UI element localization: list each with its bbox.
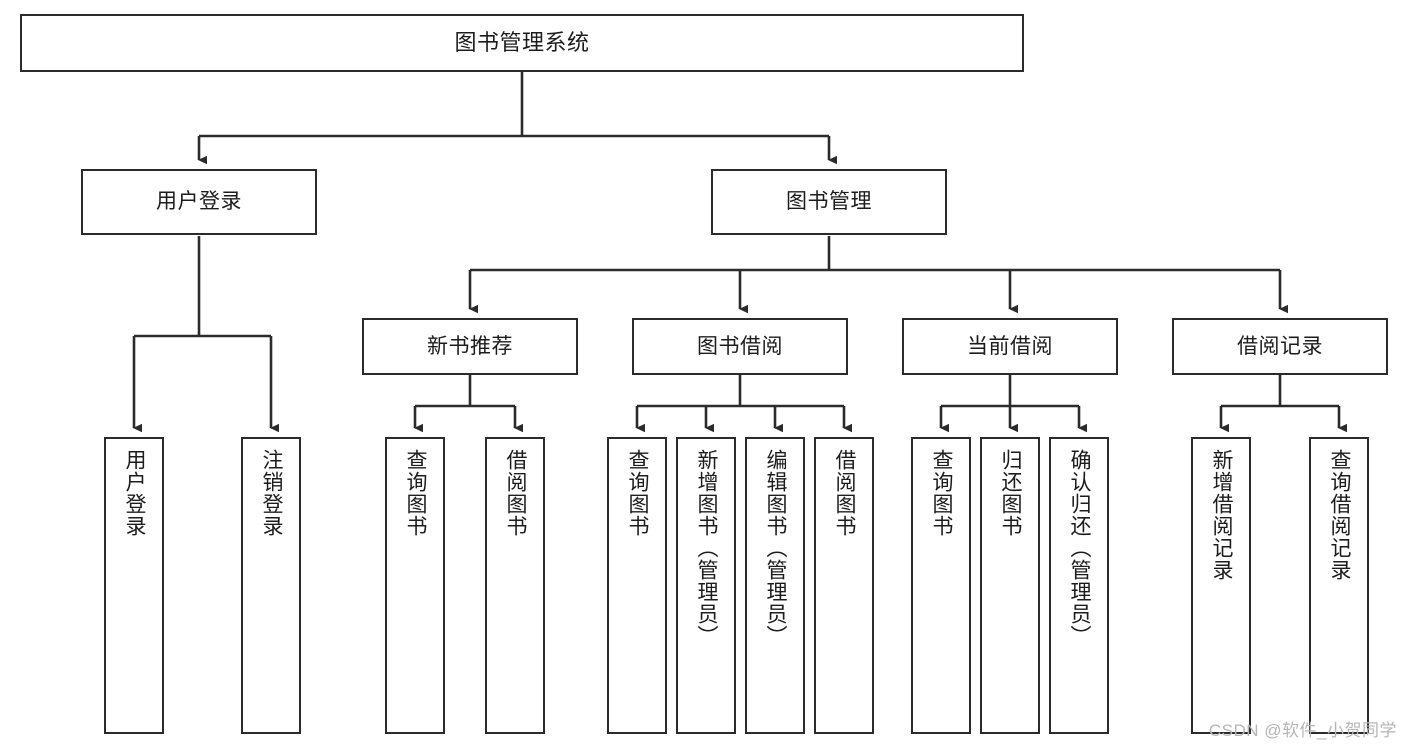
- node-label: 新增借阅记录: [1209, 449, 1233, 581]
- leaf-book-borrow-query-book[interactable]: 查询图书: [607, 437, 667, 734]
- node-label: 图书借阅: [697, 334, 783, 358]
- leaf-current-borrow-query-book[interactable]: 查询图书: [911, 437, 971, 734]
- node-label: 借阅图书: [832, 449, 856, 537]
- node-label: 当前借阅: [967, 334, 1053, 358]
- node-label: 图书管理: [786, 190, 872, 214]
- node-label: 借阅图书: [503, 449, 527, 537]
- node-label: 注销登录: [259, 449, 283, 537]
- watermark-csdn: CSDN @软件_小贺同学: [1208, 721, 1397, 740]
- leaf-user-login-logout[interactable]: 注销登录: [241, 437, 301, 734]
- node-label: 确认归还（管理员）: [1067, 449, 1091, 647]
- leaf-current-borrow-confirm-return-admin[interactable]: 确认归还（管理员）: [1049, 437, 1109, 734]
- node-label: 借阅记录: [1237, 334, 1323, 358]
- node-book-borrow[interactable]: 图书借阅: [632, 318, 848, 375]
- node-label: 归还图书: [998, 449, 1022, 537]
- leaf-borrow-record-query-record[interactable]: 查询借阅记录: [1309, 437, 1369, 734]
- node-label: 新书推荐: [427, 334, 513, 358]
- node-label: 新增图书（管理员）: [694, 449, 718, 647]
- leaf-book-borrow-edit-book-admin[interactable]: 编辑图书（管理员）: [745, 437, 805, 734]
- node-label: 用户登录: [156, 190, 242, 214]
- node-label: 查询图书: [403, 449, 427, 537]
- node-current-borrow[interactable]: 当前借阅: [902, 318, 1118, 375]
- node-borrow-record[interactable]: 借阅记录: [1172, 318, 1388, 375]
- node-label: 用户登录: [122, 449, 146, 537]
- node-label: 图书管理系统: [454, 29, 590, 55]
- node-label: 查询借阅记录: [1327, 449, 1351, 581]
- leaf-book-borrow-add-book-admin[interactable]: 新增图书（管理员）: [676, 437, 736, 734]
- node-new-book-recommend[interactable]: 新书推荐: [362, 318, 578, 375]
- node-root-book-management-system[interactable]: 图书管理系统: [20, 14, 1024, 72]
- leaf-book-borrow-borrow-book[interactable]: 借阅图书: [814, 437, 874, 734]
- node-label: 查询图书: [929, 449, 953, 537]
- node-label: 编辑图书（管理员）: [763, 449, 787, 647]
- leaf-borrow-record-add-record[interactable]: 新增借阅记录: [1191, 437, 1251, 734]
- leaf-current-borrow-return-book[interactable]: 归还图书: [980, 437, 1040, 734]
- leaf-user-login-login[interactable]: 用户登录: [104, 437, 164, 734]
- leaf-new-book-borrow-book[interactable]: 借阅图书: [485, 437, 545, 734]
- node-book-management[interactable]: 图书管理: [711, 169, 947, 235]
- node-user-login[interactable]: 用户登录: [81, 169, 317, 235]
- leaf-new-book-query-book[interactable]: 查询图书: [385, 437, 445, 734]
- node-label: 查询图书: [625, 449, 649, 537]
